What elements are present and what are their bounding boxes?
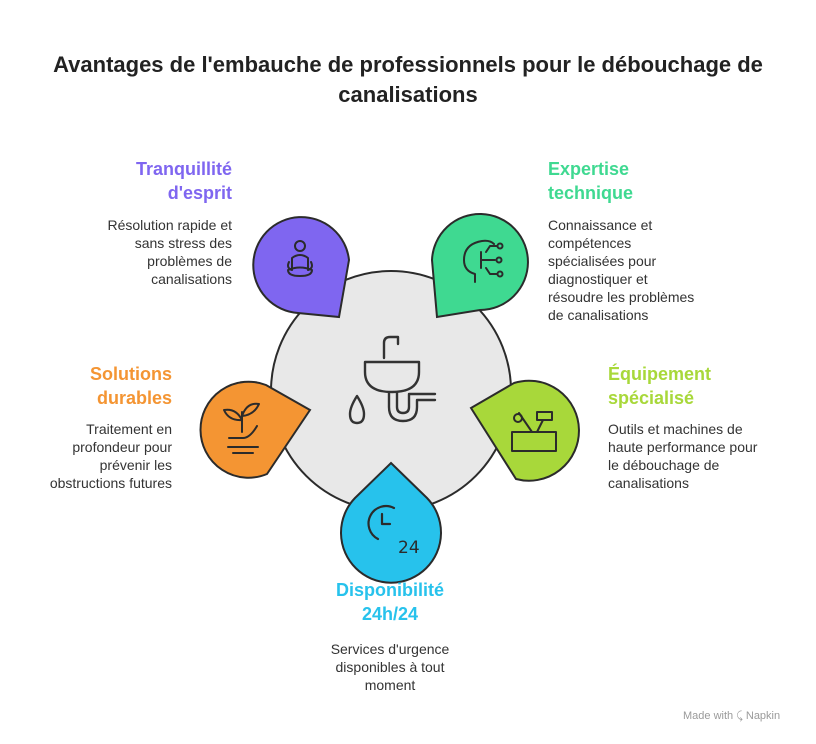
desc-line: spécialisées pour: [548, 253, 657, 269]
desc-line: le débouchage de: [608, 457, 720, 473]
desc-line: profondeur pour: [72, 439, 172, 455]
marker-disponibilite: 24: [340, 461, 442, 584]
desc-line: obstructions futures: [49, 475, 172, 491]
heading-line: Disponibilité: [336, 580, 444, 600]
footer-credit: Made with ⤹ Napkin: [683, 710, 780, 723]
desc-line: disponibles à tout: [335, 659, 445, 675]
clock-24-icon: 24: [367, 505, 420, 558]
desc-line: canalisations: [608, 475, 689, 491]
heading-line: 24h/24: [361, 604, 419, 624]
heading-line: Équipement: [608, 364, 712, 384]
heading-line: durables: [96, 388, 172, 408]
desc-line: Résolution rapide et: [107, 217, 232, 233]
heading-line: d'esprit: [167, 183, 232, 203]
desc-line: Connaissance et: [548, 217, 653, 233]
desc-disponibilite: Services d'urgence disponibles à tout mo…: [290, 640, 490, 694]
desc-line: de canalisations: [548, 307, 649, 323]
desc-line: moment: [364, 677, 416, 693]
title-text: Avantages de l'embauche de professionnel…: [53, 52, 763, 107]
desc-solutions: Traitement en profondeur pour prévenir l…: [20, 420, 172, 492]
desc-line: haute performance pour: [608, 439, 758, 455]
heading-equipement: Équipement spécialisé: [608, 362, 798, 410]
desc-line: Services d'urgence: [330, 641, 450, 657]
desc-expertise: Connaissance et compétences spécialisées…: [548, 216, 778, 324]
desc-line: résoudre les problèmes: [548, 289, 695, 305]
heading-line: Solutions: [90, 364, 172, 384]
marker-tranquillite: [252, 216, 351, 319]
heading-solutions: Solutions durables: [20, 362, 172, 410]
desc-equipement: Outils et machines de haute performance …: [608, 420, 798, 492]
head-circuit-icon: [463, 239, 504, 283]
desc-line: Traitement en: [86, 421, 172, 437]
footer-made-with: Made with: [683, 710, 734, 722]
heading-line: technique: [548, 183, 634, 203]
heading-line: Expertise: [548, 159, 630, 179]
heading-line: Tranquillité: [135, 159, 232, 179]
clock-24-label: 24: [398, 538, 420, 558]
desc-line: diagnostiquer et: [548, 271, 648, 287]
desc-line: prévenir les: [99, 457, 172, 473]
heading-tranquillite: Tranquillité d'esprit: [40, 157, 232, 205]
heading-expertise: Expertise technique: [548, 157, 778, 205]
page-title: Avantages de l'embauche de professionnel…: [0, 50, 816, 110]
sink-icon: [348, 335, 437, 425]
desc-line: Outils et machines de: [608, 421, 743, 437]
heading-line: spécialisé: [608, 388, 695, 408]
plant-hand-icon: [223, 402, 260, 454]
marker-equipement: [469, 379, 580, 482]
heading-disponibilite: Disponibilité 24h/24: [290, 578, 490, 626]
napkin-logo-icon: ⤹: [736, 710, 743, 722]
footer-brand: Napkin: [745, 710, 781, 722]
desc-line: problèmes de: [147, 253, 232, 269]
desc-line: sans stress des: [134, 235, 232, 251]
desc-tranquillite: Résolution rapide et sans stress des pro…: [40, 216, 232, 288]
toolbox-icon: [511, 411, 557, 452]
marker-expertise: [430, 213, 529, 319]
desc-line: canalisations: [151, 271, 232, 287]
marker-solutions: [199, 380, 312, 479]
meditation-icon: [287, 240, 313, 277]
desc-line: compétences: [548, 235, 632, 251]
